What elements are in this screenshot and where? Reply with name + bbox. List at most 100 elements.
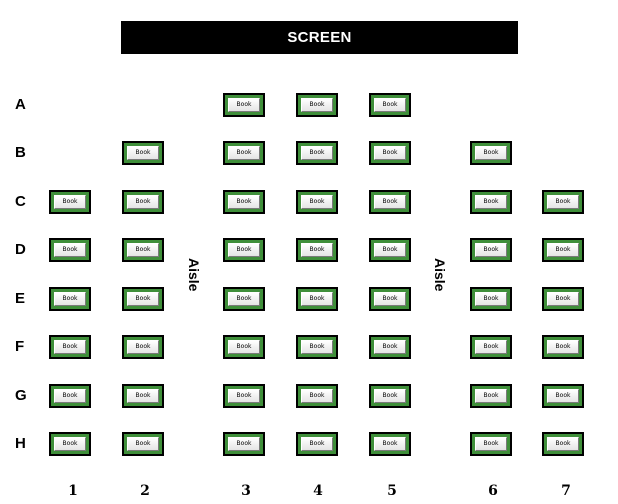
book-button[interactable]: Book <box>374 292 406 306</box>
seat-e2[interactable]: Book <box>122 287 164 311</box>
book-button[interactable]: Book <box>127 292 159 306</box>
seat-e7[interactable]: Book <box>542 287 584 311</box>
seat-e1[interactable]: Book <box>49 287 91 311</box>
seat-f6[interactable]: Book <box>470 335 512 359</box>
book-button[interactable]: Book <box>475 195 507 209</box>
book-button[interactable]: Book <box>228 146 260 160</box>
book-button[interactable]: Book <box>54 437 86 451</box>
book-button[interactable]: Book <box>374 146 406 160</box>
book-button[interactable]: Book <box>374 389 406 403</box>
seat-h7[interactable]: Book <box>542 432 584 456</box>
seat-h5[interactable]: Book <box>369 432 411 456</box>
book-button[interactable]: Book <box>301 389 333 403</box>
seat-e3[interactable]: Book <box>223 287 265 311</box>
seat-g5[interactable]: Book <box>369 384 411 408</box>
seat-c1[interactable]: Book <box>49 190 91 214</box>
seat-h2[interactable]: Book <box>122 432 164 456</box>
seat-a3[interactable]: Book <box>223 93 265 117</box>
book-button[interactable]: Book <box>54 340 86 354</box>
seat-b2[interactable]: Book <box>122 141 164 165</box>
book-button[interactable]: Book <box>301 146 333 160</box>
seat-c7[interactable]: Book <box>542 190 584 214</box>
seat-c3[interactable]: Book <box>223 190 265 214</box>
seat-d3[interactable]: Book <box>223 238 265 262</box>
seat-g6[interactable]: Book <box>470 384 512 408</box>
seat-e4[interactable]: Book <box>296 287 338 311</box>
seat-c5[interactable]: Book <box>369 190 411 214</box>
book-button[interactable]: Book <box>54 243 86 257</box>
book-button[interactable]: Book <box>374 340 406 354</box>
seat-c2[interactable]: Book <box>122 190 164 214</box>
seat-h1[interactable]: Book <box>49 432 91 456</box>
seat-c6[interactable]: Book <box>470 190 512 214</box>
book-button[interactable]: Book <box>547 340 579 354</box>
book-button[interactable]: Book <box>228 98 260 112</box>
book-button[interactable]: Book <box>475 340 507 354</box>
seat-f4[interactable]: Book <box>296 335 338 359</box>
book-button[interactable]: Book <box>54 389 86 403</box>
book-button[interactable]: Book <box>547 389 579 403</box>
book-button[interactable]: Book <box>475 389 507 403</box>
seat-a5[interactable]: Book <box>369 93 411 117</box>
book-button[interactable]: Book <box>301 437 333 451</box>
seat-e6[interactable]: Book <box>470 287 512 311</box>
seat-h6[interactable]: Book <box>470 432 512 456</box>
seat-d7[interactable]: Book <box>542 238 584 262</box>
book-button[interactable]: Book <box>127 389 159 403</box>
seat-a4[interactable]: Book <box>296 93 338 117</box>
seat-f3[interactable]: Book <box>223 335 265 359</box>
book-button[interactable]: Book <box>228 243 260 257</box>
book-button[interactable]: Book <box>127 195 159 209</box>
book-button[interactable]: Book <box>228 437 260 451</box>
book-button[interactable]: Book <box>547 292 579 306</box>
book-button[interactable]: Book <box>475 243 507 257</box>
seat-b5[interactable]: Book <box>369 141 411 165</box>
book-button[interactable]: Book <box>301 340 333 354</box>
seat-g7[interactable]: Book <box>542 384 584 408</box>
book-button[interactable]: Book <box>228 292 260 306</box>
seat-b4[interactable]: Book <box>296 141 338 165</box>
book-button[interactable]: Book <box>547 437 579 451</box>
seat-f2[interactable]: Book <box>122 335 164 359</box>
seat-g1[interactable]: Book <box>49 384 91 408</box>
book-button[interactable]: Book <box>374 243 406 257</box>
seat-b6[interactable]: Book <box>470 141 512 165</box>
book-button[interactable]: Book <box>127 243 159 257</box>
seat-c4[interactable]: Book <box>296 190 338 214</box>
seat-d5[interactable]: Book <box>369 238 411 262</box>
book-button[interactable]: Book <box>301 292 333 306</box>
seat-f5[interactable]: Book <box>369 335 411 359</box>
seat-g4[interactable]: Book <box>296 384 338 408</box>
book-button[interactable]: Book <box>374 98 406 112</box>
book-button[interactable]: Book <box>127 146 159 160</box>
seat-h3[interactable]: Book <box>223 432 265 456</box>
book-button[interactable]: Book <box>301 98 333 112</box>
seat-f7[interactable]: Book <box>542 335 584 359</box>
book-button[interactable]: Book <box>547 243 579 257</box>
book-button[interactable]: Book <box>374 195 406 209</box>
book-button[interactable]: Book <box>228 340 260 354</box>
book-button[interactable]: Book <box>54 195 86 209</box>
book-button[interactable]: Book <box>301 195 333 209</box>
book-button[interactable]: Book <box>301 243 333 257</box>
seat-d1[interactable]: Book <box>49 238 91 262</box>
seat-d6[interactable]: Book <box>470 238 512 262</box>
book-button[interactable]: Book <box>475 292 507 306</box>
seat-f1[interactable]: Book <box>49 335 91 359</box>
book-button[interactable]: Book <box>127 437 159 451</box>
book-button[interactable]: Book <box>54 292 86 306</box>
seat-h4[interactable]: Book <box>296 432 338 456</box>
book-button[interactable]: Book <box>228 195 260 209</box>
book-button[interactable]: Book <box>374 437 406 451</box>
seat-e5[interactable]: Book <box>369 287 411 311</box>
book-button[interactable]: Book <box>475 437 507 451</box>
seat-d2[interactable]: Book <box>122 238 164 262</box>
book-button[interactable]: Book <box>547 195 579 209</box>
book-button[interactable]: Book <box>228 389 260 403</box>
book-button[interactable]: Book <box>127 340 159 354</box>
seat-b3[interactable]: Book <box>223 141 265 165</box>
seat-d4[interactable]: Book <box>296 238 338 262</box>
seat-g3[interactable]: Book <box>223 384 265 408</box>
book-button[interactable]: Book <box>475 146 507 160</box>
seat-g2[interactable]: Book <box>122 384 164 408</box>
